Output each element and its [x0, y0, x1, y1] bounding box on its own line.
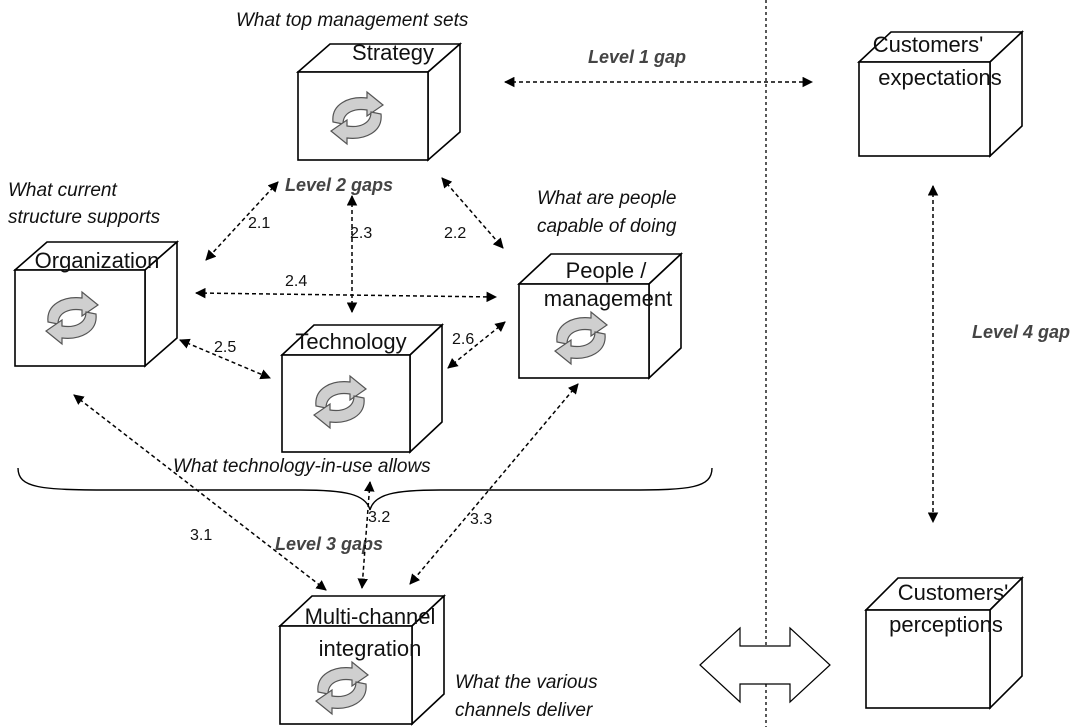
gap-number-2-5: 2.5: [214, 339, 236, 356]
gap-arrow-2-5: [179, 338, 271, 380]
expectations-label-1: Customers': [873, 32, 984, 57]
caption-channels-1: What the various: [455, 672, 598, 693]
caption-people-2: capable of doing: [537, 216, 677, 237]
caption-technology-allows: What technology-in-use allows: [173, 456, 431, 477]
perceptions-label-2: perceptions: [889, 612, 1003, 637]
gap-number-3-1: 3.1: [190, 527, 212, 544]
gap-number-2-3: 2.3: [350, 225, 372, 242]
expectations-cube: Customers' expectations: [856, 30, 1025, 158]
level4-gap-label: Level 4 gap: [972, 322, 1070, 342]
caption-top-management: What top management sets: [236, 10, 469, 31]
strategy-label: Strategy: [352, 40, 434, 65]
gap-arrow-2-6: [447, 321, 506, 369]
multichannel-label-2: integration: [319, 636, 422, 661]
perceptions-cube: Customers' perceptions: [864, 576, 1024, 710]
gap-arrow-2-4: [194, 287, 498, 303]
technology-brace: [17, 467, 713, 511]
gap-number-2-1: 2.1: [248, 215, 270, 232]
people-management-cube: People / management: [516, 252, 684, 380]
people-label-2: management: [544, 286, 672, 311]
caption-structure-1: What current: [8, 180, 117, 201]
gap-arrow-3-2: [357, 480, 375, 590]
multichannel-cube: Multi-channel integration: [277, 594, 447, 726]
gap-number-2-2: 2.2: [444, 225, 466, 242]
caption-structure-2: structure supports: [8, 207, 161, 228]
strategy-cube: Strategy: [295, 40, 463, 162]
technology-label: Technology: [295, 329, 406, 354]
gap-number-2-4: 2.4: [285, 273, 307, 290]
caption-channels-2: channels deliver: [455, 700, 593, 721]
technology-cube: Technology: [279, 323, 445, 454]
gap-number-3-3: 3.3: [470, 511, 492, 528]
hollow-double-arrow: [699, 626, 831, 704]
gap-arrow-2-1: [205, 181, 279, 261]
gap-arrow-3-3: [409, 383, 579, 585]
expectations-label-2: expectations: [878, 65, 1002, 90]
caption-people-1: What are people: [537, 188, 676, 209]
level1-gap-label: Level 1 gap: [588, 47, 686, 67]
organization-cube: Organization: [12, 240, 180, 368]
multichannel-label-1: Multi-channel: [305, 604, 436, 629]
gap-number-2-6: 2.6: [452, 331, 474, 348]
people-label-1: People /: [566, 258, 648, 283]
level3-gaps-label: Level 3 gaps: [275, 534, 383, 554]
gap-arrow-2-2: [441, 177, 504, 249]
gap-number-3-2: 3.2: [368, 509, 390, 526]
level2-gaps-label: Level 2 gaps: [285, 175, 393, 195]
organization-label: Organization: [35, 248, 160, 273]
perceptions-label-1: Customers': [898, 580, 1009, 605]
